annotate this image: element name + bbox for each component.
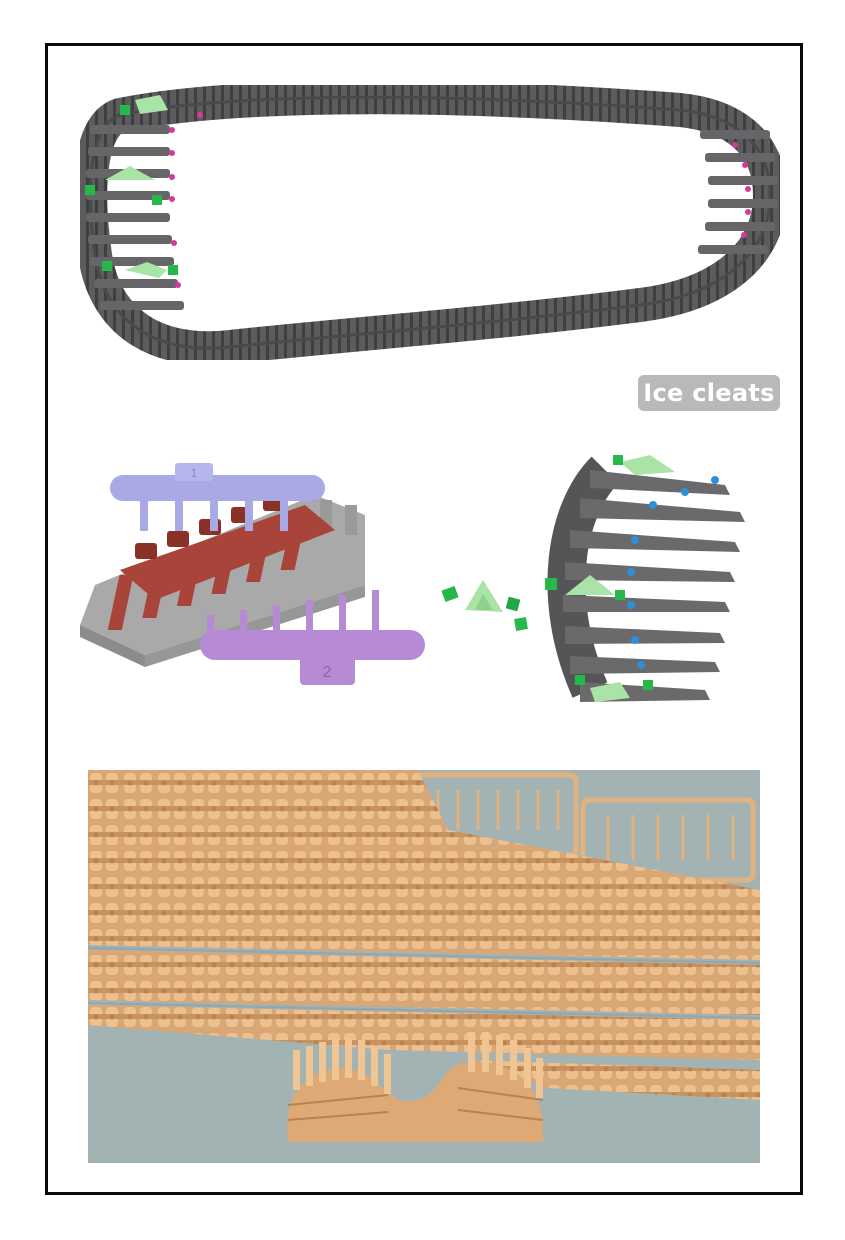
ice-cleat-parts-render — [441, 580, 528, 631]
track-loop-render — [80, 85, 780, 360]
ice-cleats-label: Ice cleats — [638, 375, 780, 411]
track-section-render — [545, 455, 745, 702]
assembly-jig-render: 1 2 — [80, 463, 425, 685]
sprue-number-1: 1 — [191, 466, 198, 480]
sprue-number-2: 2 — [323, 664, 332, 681]
sprue-photo — [88, 770, 760, 1163]
